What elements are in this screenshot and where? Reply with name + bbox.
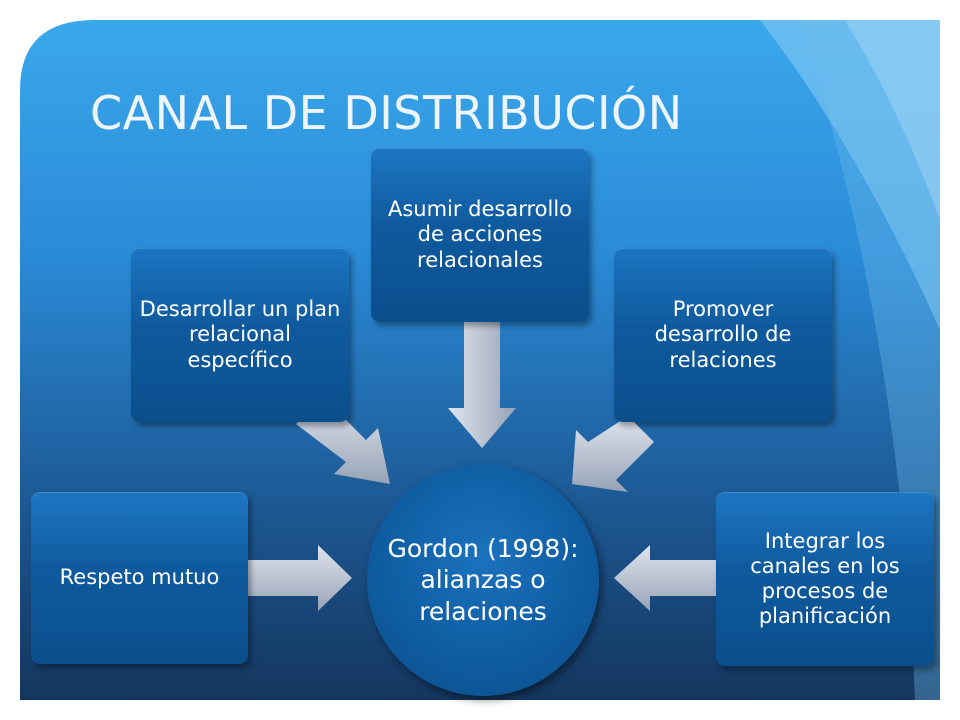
node-label: Integrar los canales en los procesos de … [750, 528, 900, 629]
node-respeto-mutuo: Respeto mutuo [31, 492, 248, 664]
center-label: Gordon (1998): alianzas o relaciones [387, 534, 579, 626]
node-label: Promover desarrollo de relaciones [654, 297, 792, 372]
node-label: Respeto mutuo [59, 565, 220, 590]
center-node-gordon: Gordon (1998): alianzas o relaciones [367, 464, 599, 696]
arrow-left [248, 545, 352, 611]
node-label: Desarrollar un plan relacional específic… [139, 297, 341, 372]
node-integrar-canales: Integrar los canales en los procesos de … [716, 492, 934, 666]
arrow-top [448, 322, 516, 448]
arrow-upper-right [572, 416, 654, 492]
node-label: Asumir desarrollo de acciones relacional… [387, 197, 573, 272]
slide-title: CANAL DE DISTRIBUCIÓN [90, 86, 683, 140]
node-asumir-desarrollo: Asumir desarrollo de acciones relacional… [371, 148, 589, 322]
arrow-right [614, 545, 716, 611]
node-desarrollar-plan: Desarrollar un plan relacional específic… [131, 248, 349, 422]
node-promover-desarrollo: Promover desarrollo de relaciones [614, 248, 832, 422]
